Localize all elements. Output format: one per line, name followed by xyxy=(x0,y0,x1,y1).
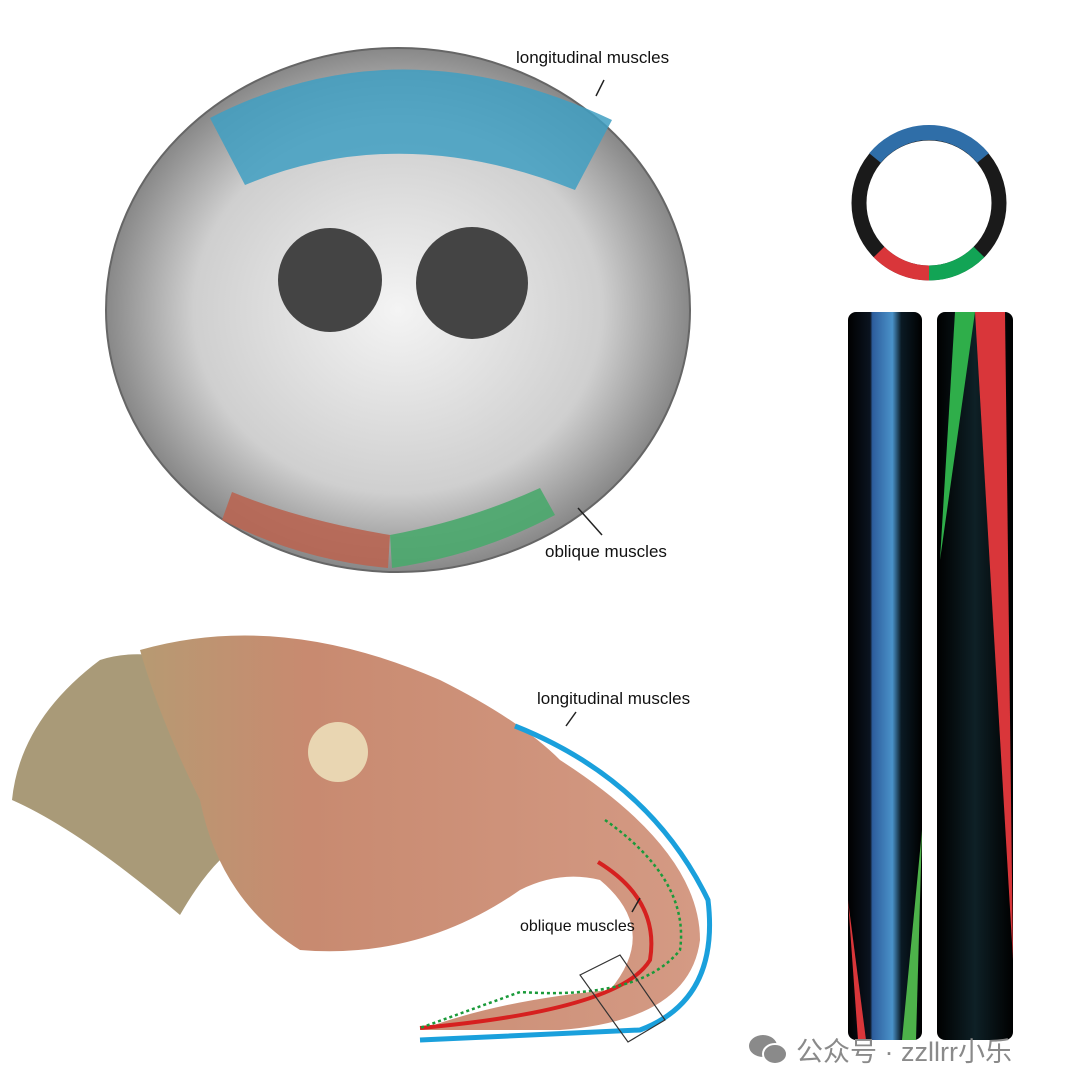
longitudinal-outline xyxy=(419,723,713,1043)
nasal-passage-right xyxy=(416,227,528,339)
trunk-cross-section xyxy=(105,47,691,573)
eye-region xyxy=(308,722,368,782)
pointer-line xyxy=(631,897,641,913)
cylinder-oblique xyxy=(937,312,1013,1040)
pointer-line xyxy=(577,507,603,536)
oblique-band-left xyxy=(222,492,390,568)
cylinder-longitudinal xyxy=(848,312,922,1040)
oblique-band-right xyxy=(390,488,555,568)
oblique-line-green xyxy=(419,818,683,1030)
watermark-text: 公众号 · zzllrr小乐 xyxy=(796,1037,1012,1067)
elephant-head-anatomy xyxy=(12,635,713,1043)
longitudinal-band-top xyxy=(210,69,612,190)
oblique-line-red xyxy=(419,860,654,1030)
pointer-line xyxy=(565,711,577,727)
label-trunk-oblique: oblique muscles xyxy=(520,918,635,935)
label-trunk-longitudinal: longitudinal muscles xyxy=(537,689,691,708)
watermark: 公众号 · zzllrr小乐 xyxy=(748,1030,1012,1069)
pointer-line xyxy=(595,79,605,97)
label-cross-longitudinal: longitudinal muscles xyxy=(516,48,670,67)
section-box xyxy=(579,954,666,1043)
label-cross-oblique: oblique muscles xyxy=(545,542,667,561)
ring-diagram xyxy=(851,125,1007,281)
nasal-passage-left xyxy=(278,228,382,332)
wechat-icon xyxy=(749,1034,788,1065)
